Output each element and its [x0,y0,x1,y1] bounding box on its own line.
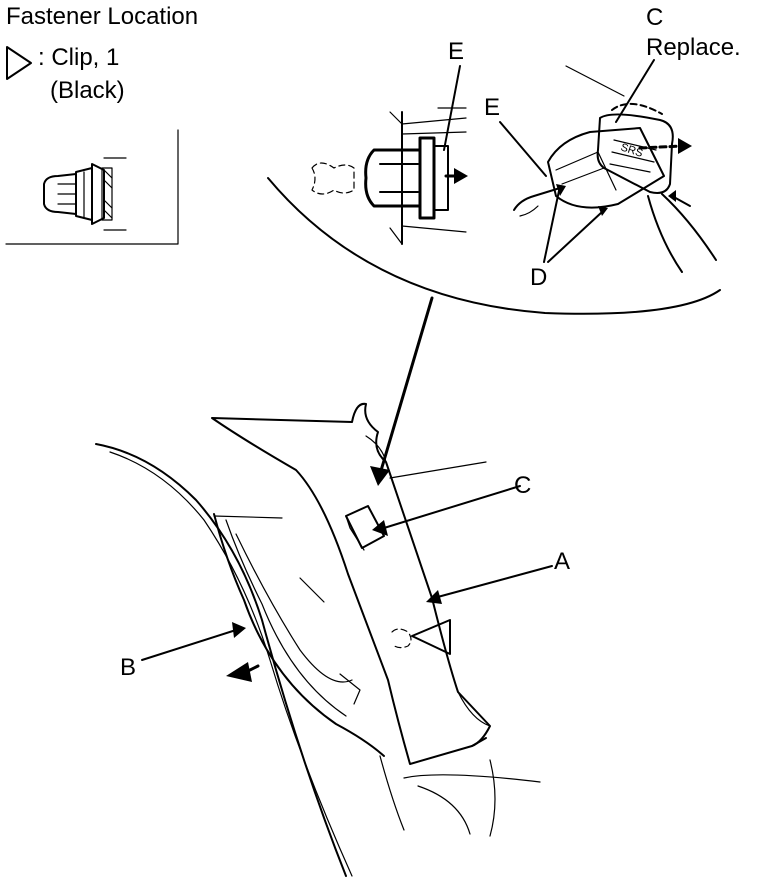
legend-clip-detail-box [5,129,179,245]
detail-clip-removal [311,65,468,245]
legend-title: Fastener Location [6,3,199,30]
legend-clip-color: (Black) [50,77,125,104]
detail-zoom-outline [267,177,721,315]
callout-b: B [120,654,137,681]
legend-clip-text: : Clip, 1 [38,44,120,71]
callout-c-main: C [514,472,532,499]
callout-c-replace-note: Replace. [646,34,741,61]
callout-d: D [530,264,548,291]
side-trim-b [95,443,405,877]
clip-location-marker [391,619,451,655]
pillar-trim-a [211,402,541,837]
callout-a: A [554,548,571,575]
trim-cover-c [345,485,521,551]
callout-e-left: E [448,38,465,65]
detail-to-part-arrow [370,296,434,486]
legend-clip-icon [6,46,32,80]
callout-e-right: E [484,94,501,121]
leader-a [426,565,553,604]
callout-c-detail: C [646,4,664,31]
detail-connector-cover: SRS [499,59,717,273]
